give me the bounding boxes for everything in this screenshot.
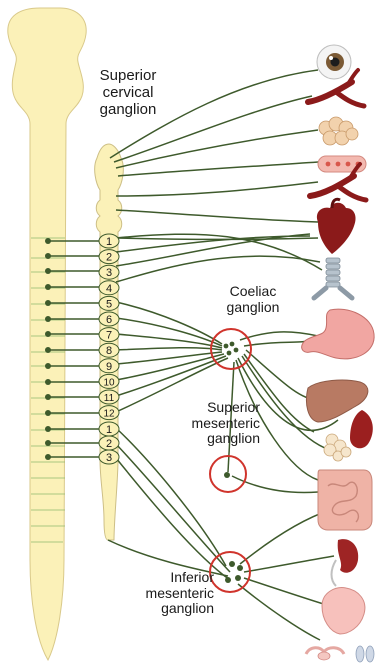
trachea-icon bbox=[314, 258, 352, 298]
ganglion-number: 1 bbox=[106, 424, 112, 436]
ganglion-number: 3 bbox=[106, 452, 112, 464]
inferior-mesenteric-ganglion-label: Inferior mesenteric ganglion bbox=[118, 570, 214, 617]
ganglion-number: 1 bbox=[106, 236, 112, 248]
salivary-gland-icon bbox=[319, 117, 358, 145]
reproductive-organs-icon bbox=[306, 646, 374, 662]
ganglion-number: 8 bbox=[106, 345, 112, 357]
heart-icon bbox=[317, 199, 356, 254]
label-line: ganglion bbox=[218, 300, 288, 316]
ganglion-number: 2 bbox=[106, 252, 112, 264]
label-line: mesenteric bbox=[118, 586, 214, 602]
label-line: mesenteric bbox=[150, 416, 260, 432]
label-line: Superior bbox=[86, 68, 170, 85]
spleen-icon bbox=[350, 410, 373, 448]
label-line: ganglion bbox=[86, 102, 170, 119]
stomach-icon bbox=[302, 309, 374, 359]
superior-mesenteric-ganglion-label: Superior mesenteric ganglion bbox=[150, 400, 260, 447]
superior-cervical-ganglion-label: Superior cervical ganglion bbox=[86, 68, 170, 118]
ganglion-number: 11 bbox=[104, 393, 115, 404]
ganglion-number: 7 bbox=[106, 330, 112, 342]
ganglion-number: 2 bbox=[106, 438, 112, 450]
intestine-icon bbox=[318, 470, 372, 530]
ganglion-number: 6 bbox=[106, 314, 112, 326]
ganglion-number: 12 bbox=[103, 409, 115, 420]
bladder-icon bbox=[322, 588, 365, 634]
ganglion-number: 4 bbox=[106, 283, 112, 295]
lumbar-ganglia: 1 2 3 bbox=[99, 422, 119, 464]
ganglion-number: 9 bbox=[106, 361, 112, 373]
label-line: Superior bbox=[150, 400, 260, 416]
ganglion-number: 5 bbox=[106, 298, 112, 310]
label-line: ganglion bbox=[118, 601, 214, 617]
label-line: Inferior bbox=[118, 570, 214, 586]
label-line: Coeliac bbox=[218, 284, 288, 300]
kidney-icon bbox=[332, 539, 359, 586]
label-line: ganglion bbox=[150, 431, 260, 447]
pancreas-icon bbox=[324, 434, 351, 461]
ganglion-number: 3 bbox=[106, 267, 112, 279]
ganglion-number: 10 bbox=[103, 377, 115, 388]
nerve-fibers bbox=[108, 70, 338, 640]
coeliac-ganglion-label: Coeliac ganglion bbox=[218, 284, 288, 315]
eye-icon bbox=[317, 45, 351, 79]
label-line: cervical bbox=[86, 85, 170, 102]
